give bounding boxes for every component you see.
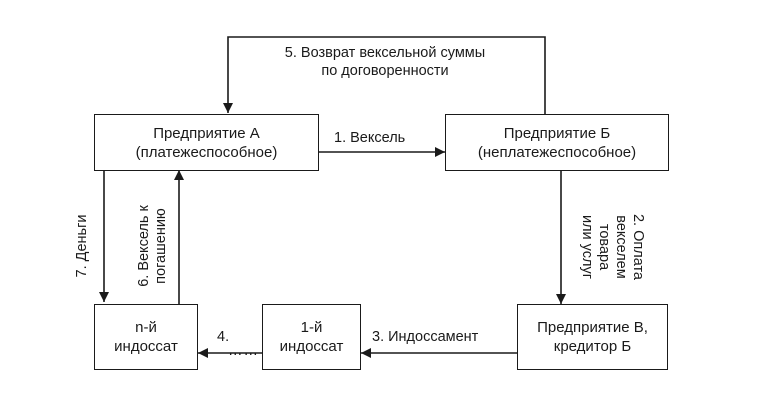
label-money-text: 7. Деньги — [74, 214, 90, 278]
box-first-endorsee: 1-й индоссат — [262, 304, 361, 370]
label-return-sum-line1: 5. Возврат вексельной суммы — [284, 45, 486, 61]
label-return-sum: 5. Возврат вексельной суммы по договорен… — [240, 44, 530, 80]
label-payment-line1: 2. Оплата — [630, 213, 646, 280]
label-payment: 2. Оплата векселем товара или услуг — [578, 182, 646, 312]
label-return-sum-line2: по договоренности — [321, 63, 449, 79]
label-endorsement: 3. Индоссамент — [372, 329, 479, 345]
label-bill-to-redeem-line2: погашению — [153, 208, 169, 284]
enterprise-c-role: кредитор Б — [553, 338, 632, 355]
box-enterprise-a: Предприятие А (платежеспособное) — [94, 114, 319, 171]
arrow-return-sum — [223, 36, 546, 115]
box-nth-endorsee: n-й индоссат — [94, 304, 198, 370]
label-bill-to-redeem-line1: 6. Вексель к — [136, 205, 152, 287]
enterprise-a-name: Предприятие А — [153, 124, 260, 142]
label-payment-line3: товара — [596, 223, 612, 271]
label-payment-line4: или услуг — [579, 214, 595, 280]
box-enterprise-b: Предприятие Б (неплатежеспособное) — [445, 114, 669, 171]
box-enterprise-c: Предприятие В, кредитор Б — [517, 304, 668, 370]
enterprise-c-name: Предприятие В, — [537, 319, 648, 336]
nth-endorsee-number: n-й — [135, 319, 157, 336]
enterprise-a-status: (платежеспособное) — [135, 143, 278, 161]
enterprise-b-name: Предприятие Б — [503, 124, 611, 142]
label-payment-line2: векселем — [613, 215, 629, 279]
label-dots: …… — [228, 343, 259, 359]
enterprise-b-status: (неплатежеспособное) — [477, 143, 637, 161]
label-bill-to-redeem: 6. Вексель к погашению — [136, 186, 172, 306]
first-endorsee-number: 1-й — [300, 319, 323, 336]
label-step4: 4. — [217, 329, 230, 345]
label-money: 7. Деньги — [74, 196, 92, 296]
first-endorsee-label: индоссат — [279, 338, 344, 355]
nth-endorsee-label: индоссат — [114, 338, 178, 355]
label-bill: 1. Вексель — [334, 130, 406, 146]
